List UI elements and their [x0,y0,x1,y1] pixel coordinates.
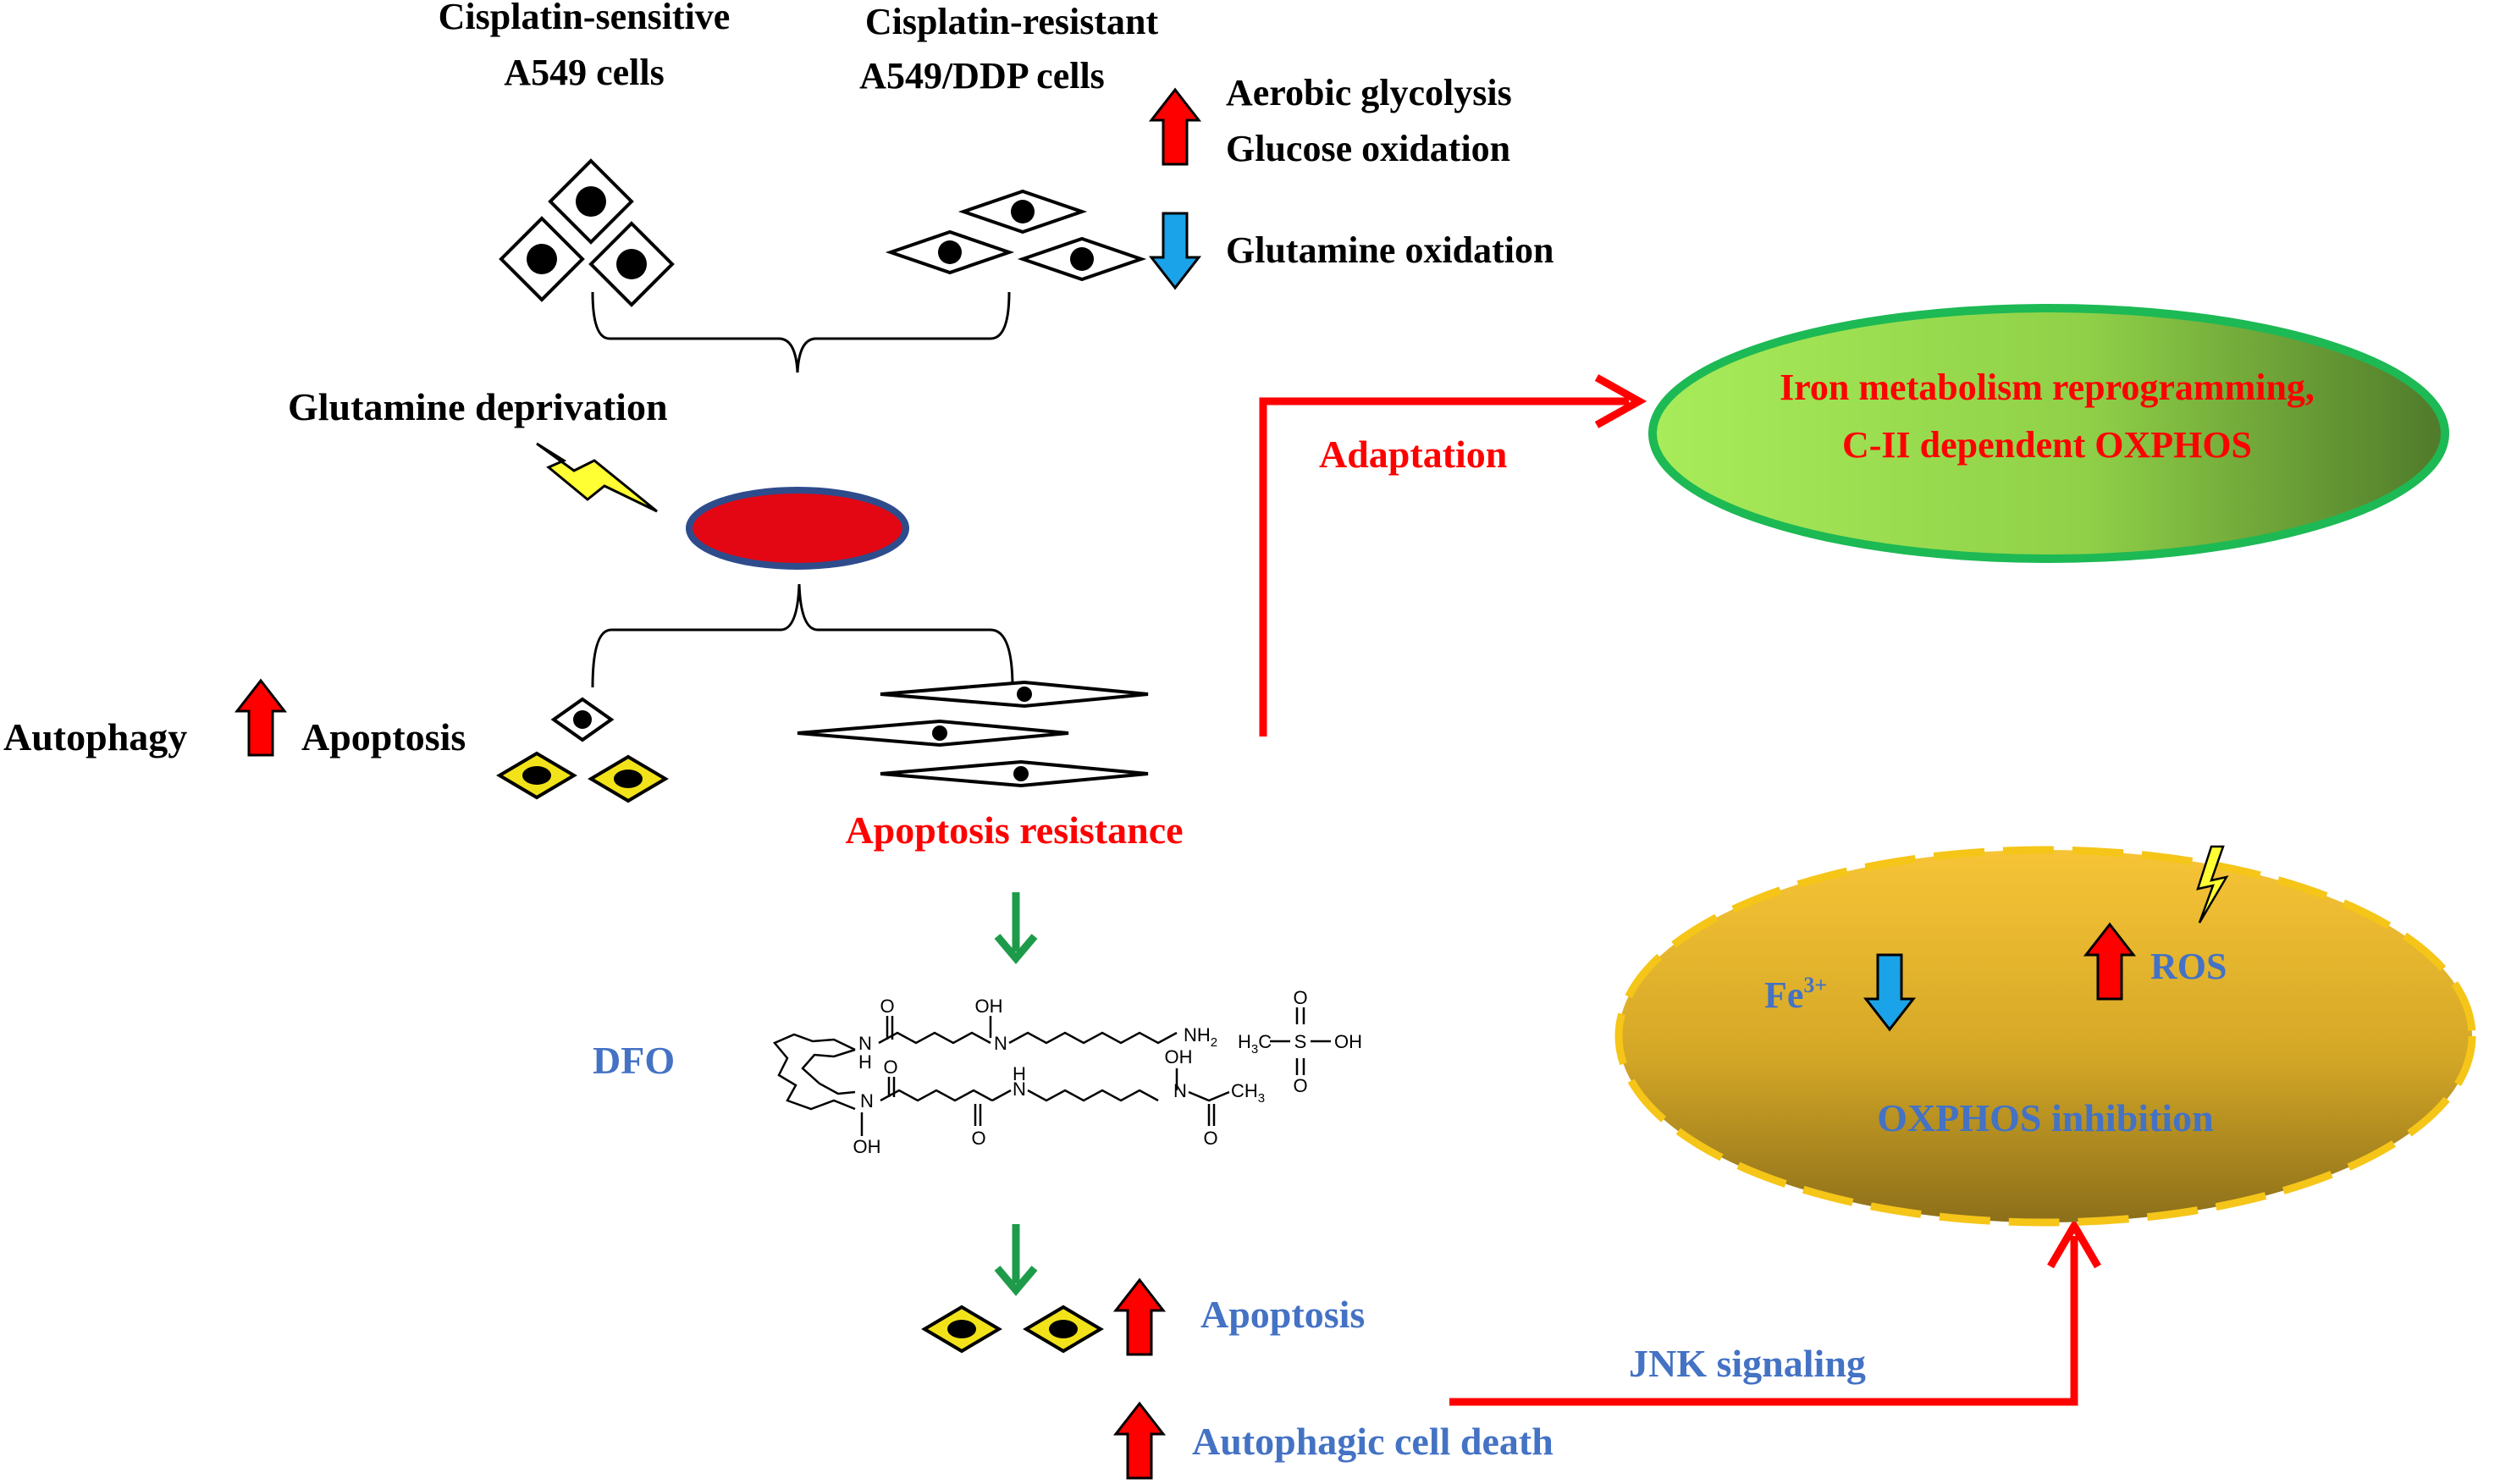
iron-reprogramming-line2: C-II dependent OXPHOS [1842,424,2252,466]
green-down-arrow-2-icon [997,1224,1035,1290]
svg-text:H3C: H3C [1238,1031,1272,1056]
svg-text:NH2: NH2 [1184,1024,1217,1050]
iron-reprogramming-ellipse [1648,304,2449,563]
oxphos-inhibition-ellipse [1614,846,2476,1227]
sensitive-title-line2: A549 cells [504,52,664,93]
svg-text:O: O [1293,987,1307,1008]
oxphos-inhibition-label: OXPHOS inhibition [1877,1096,2214,1139]
top-brace [591,291,1011,373]
svg-text:N: N [858,1033,872,1054]
svg-text:CH3: CH3 [1231,1080,1265,1106]
svg-text:O: O [1203,1128,1217,1149]
dfo-label: DFO [593,1039,675,1082]
svg-text:N: N [1013,1079,1026,1100]
autophagic-death-up-arrow-icon [1114,1402,1165,1480]
svg-text:O: O [1293,1075,1307,1096]
green-down-arrow-icon [997,892,1035,958]
elongated-resistant-cells [797,680,1149,788]
aerobic-glycolysis-label: Aerobic glycolysis [1226,72,1512,113]
down-arrow-icon [1150,212,1200,290]
sensitive-cells [499,159,674,306]
glutamine-deprivation-label: Glutamine deprivation [288,385,668,428]
svg-text:OH: OH [853,1136,881,1157]
autophagy-label: Autophagy [3,715,187,759]
svg-text:S: S [1294,1031,1307,1052]
svg-text:OH: OH [975,996,1003,1017]
ros-lightning-icon [2196,845,2229,924]
left-apoptosis-label: Apoptosis [301,715,466,759]
iron-reprogramming-line1: Iron metabolism reprogramming, [1780,367,2315,408]
jnk-connector [1449,1236,2078,1406]
resistant-cells [889,190,1143,281]
svg-text:N: N [1173,1080,1187,1101]
adaptation-connector [1259,397,1629,736]
adaptation-label: Adaptation [1319,433,1507,476]
dfo-apoptosis-label: Apoptosis [1200,1293,1365,1336]
svg-text:H: H [858,1051,872,1073]
svg-text:OH: OH [1334,1031,1362,1052]
autophagic-death-label: Autophagic cell death [1192,1420,1554,1463]
split-brace [591,583,1014,688]
apoptotic-cells [498,697,667,803]
dfo-apoptotic-cells [923,1305,1102,1353]
svg-text:H: H [1013,1063,1026,1084]
glutamine-oxidation-label: Glutamine oxidation [1226,229,1554,271]
ros-label: ROS [2150,946,2227,987]
svg-text:N: N [994,1033,1007,1054]
lightning-icon [536,442,658,513]
glucose-oxidation-label: Glucose oxidation [1226,128,1510,169]
sensitive-title-line1: Cisplatin-sensitive [439,0,731,37]
jnk-arrowhead-icon [2047,1218,2101,1269]
deprivation-cell-oval [686,487,909,570]
svg-text:O: O [880,996,894,1017]
up-arrow-icon [1150,88,1200,166]
svg-text:O: O [971,1128,985,1149]
resistant-title-line2: A549/DDP cells [859,55,1105,97]
adaptation-arrowhead-icon [1594,374,1647,428]
jnk-signaling-label: JNK signaling [1629,1342,1866,1385]
svg-text:O: O [883,1056,897,1078]
resistant-title-line1: Cisplatin-resistant [865,1,1159,42]
fe-label: Fe3+ [1764,973,1827,1016]
dfo-atom-labels: OH N O NH2 N H O N OH O N H OH N CH3 O H… [853,987,1363,1157]
apoptosis-resistance-label: Apoptosis resistance [845,808,1183,852]
autophagy-up-arrow-icon [235,679,286,757]
svg-text:OH: OH [1165,1046,1193,1067]
dfo-structure [772,1007,1331,1136]
apoptosis-up-arrow-icon [1114,1278,1165,1356]
svg-text:N: N [860,1090,874,1112]
